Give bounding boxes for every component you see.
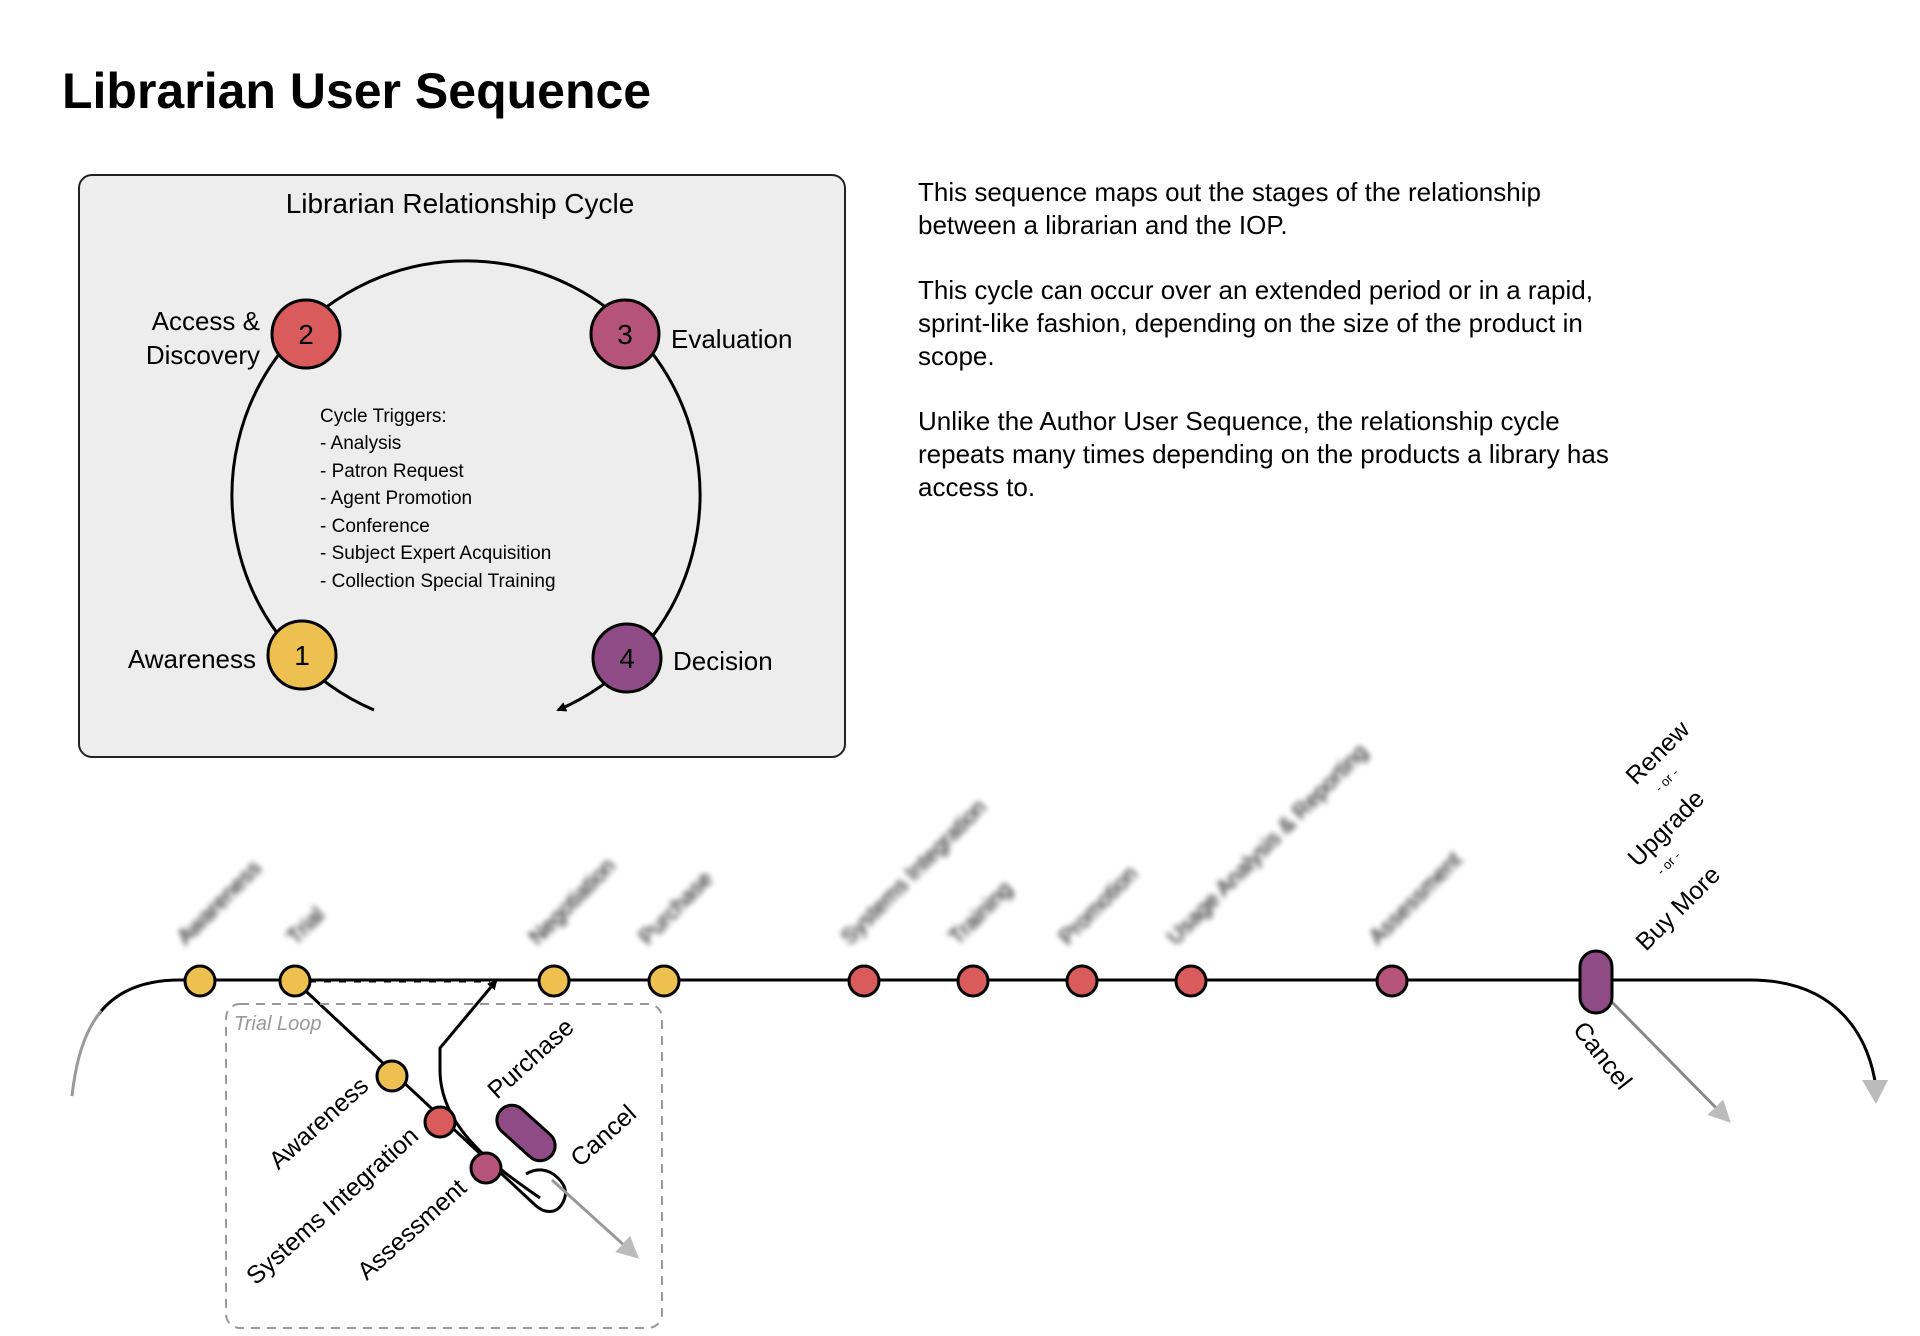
trial-loop-label: Trial Loop <box>234 1013 321 1035</box>
description-paragraph-1: This sequence maps out the stages of the… <box>918 176 1678 242</box>
timeline-stage-label: Promotion <box>1054 861 1143 950</box>
trigger-item: - Agent Promotion <box>320 488 472 509</box>
stage-circle <box>591 622 663 694</box>
timeline-node <box>1375 964 1409 998</box>
trial-node-awareness <box>375 1059 409 1093</box>
trigger-item: - Patron Request <box>320 461 464 482</box>
timeline-stage-label: Training <box>944 876 1017 949</box>
trigger-item: - Conference <box>320 516 430 537</box>
timeline-node <box>956 964 990 998</box>
stage-number: 4 <box>619 643 635 674</box>
description-line: sprint-like fashion, depending on the si… <box>918 308 1583 338</box>
timeline-node <box>183 964 217 998</box>
stage-circle <box>270 298 342 370</box>
timeline-node <box>1065 964 1099 998</box>
timeline-stage-label: Awareness <box>172 855 266 949</box>
purchase-return-arrow <box>438 979 498 1070</box>
stage-label: Decision <box>673 646 773 676</box>
decision-node <box>1578 949 1614 1015</box>
relationship-cycle-panel <box>78 174 846 758</box>
trial-label-cancel: Cancel <box>565 1100 642 1173</box>
description-text: This sequence maps out the stages of the… <box>918 176 1678 536</box>
timeline-stage-label: Purchase <box>634 866 717 949</box>
timeline-stage-label: Assessment <box>1364 847 1466 949</box>
description-line: access to. <box>918 472 1036 502</box>
timeline-node <box>647 964 681 998</box>
trigger-item: - Subject Expert Acquisition <box>320 543 551 564</box>
stage-label-line-1: Access & <box>152 306 260 336</box>
stage-node-decision: 4 Decision <box>591 622 773 694</box>
trial-loop-box <box>225 1003 663 1329</box>
timeline-end-arrow <box>1862 1080 1888 1104</box>
timeline-fade-left <box>69 1008 103 1097</box>
stage-number: 1 <box>294 640 310 671</box>
stage-circle <box>266 619 338 691</box>
description-paragraph-2: This cycle can occur over an extended pe… <box>918 274 1678 373</box>
trial-label-awareness: Awareness <box>264 1072 374 1175</box>
timeline-node <box>278 964 312 998</box>
cycle-arrow <box>230 259 702 712</box>
trial-purchase-curve <box>438 1069 541 1200</box>
cycle-triggers: Cycle Triggers: - Analysis - Patron Requ… <box>320 406 556 592</box>
stage-node-evaluation: 3 Evaluation <box>589 298 792 370</box>
trial-branch-nodes <box>375 1059 557 1185</box>
option-buy-more: Buy More <box>1630 861 1725 956</box>
trial-label-purchase: Purchase <box>482 1013 579 1104</box>
renew-options: Renew - or - Upgrade - or - Buy More <box>1620 715 1725 956</box>
cancel-label: Cancel <box>1567 1016 1637 1095</box>
description-line: between a librarian and the IOP. <box>918 210 1288 240</box>
stage-number: 3 <box>617 319 633 350</box>
relationship-cycle: Librarian Relationship Cycle 1 Awareness… <box>128 188 792 712</box>
stage-label: Awareness <box>128 644 256 674</box>
description-line: This sequence maps out the stages of the… <box>918 177 1541 207</box>
triggers-heading: Cycle Triggers: <box>320 406 447 427</box>
trial-node-assessment <box>469 1151 503 1185</box>
timeline-node <box>1174 964 1208 998</box>
timeline-node <box>847 964 881 998</box>
stage-node-awareness: 1 Awareness <box>128 619 338 691</box>
timeline-stage-label: Trial <box>282 902 329 949</box>
cancel-exit-arrow <box>1604 994 1731 1123</box>
page-title: Librarian User Sequence <box>62 63 652 119</box>
timeline-stage-label: Usage Analysis & Reporting <box>1162 739 1373 950</box>
trial-cancel-arrow <box>550 1178 639 1259</box>
description-line: Unlike the Author User Sequence, the rel… <box>918 406 1560 436</box>
trial-label-systems-integration: Systems Integration <box>241 1122 424 1291</box>
timeline-nodes <box>183 964 1409 998</box>
description-line: This cycle can occur over an extended pe… <box>918 275 1593 305</box>
timeline-stage-label: Negotiation <box>524 853 620 949</box>
timeline-node <box>537 964 571 998</box>
stage-circle <box>589 298 661 370</box>
decision-pill <box>1578 949 1614 1015</box>
trigger-item: - Collection Special Training <box>320 571 556 592</box>
trigger-item: - Analysis <box>320 433 401 454</box>
stage-node-access-discovery: 2 Access & Discovery <box>146 298 342 370</box>
cycle-title: Librarian Relationship Cycle <box>286 188 635 219</box>
stage-number: 2 <box>298 319 314 350</box>
stage-label-line-2: Discovery <box>146 340 260 370</box>
stage-label: Evaluation <box>671 324 792 354</box>
description-paragraph-3: Unlike the Author User Sequence, the rel… <box>918 405 1678 504</box>
trial-node-decision <box>495 1103 557 1163</box>
trial-node-systems-integration <box>423 1105 457 1139</box>
description-line: repeats many times depending on the prod… <box>918 439 1609 469</box>
description-line: scope. <box>918 341 995 371</box>
